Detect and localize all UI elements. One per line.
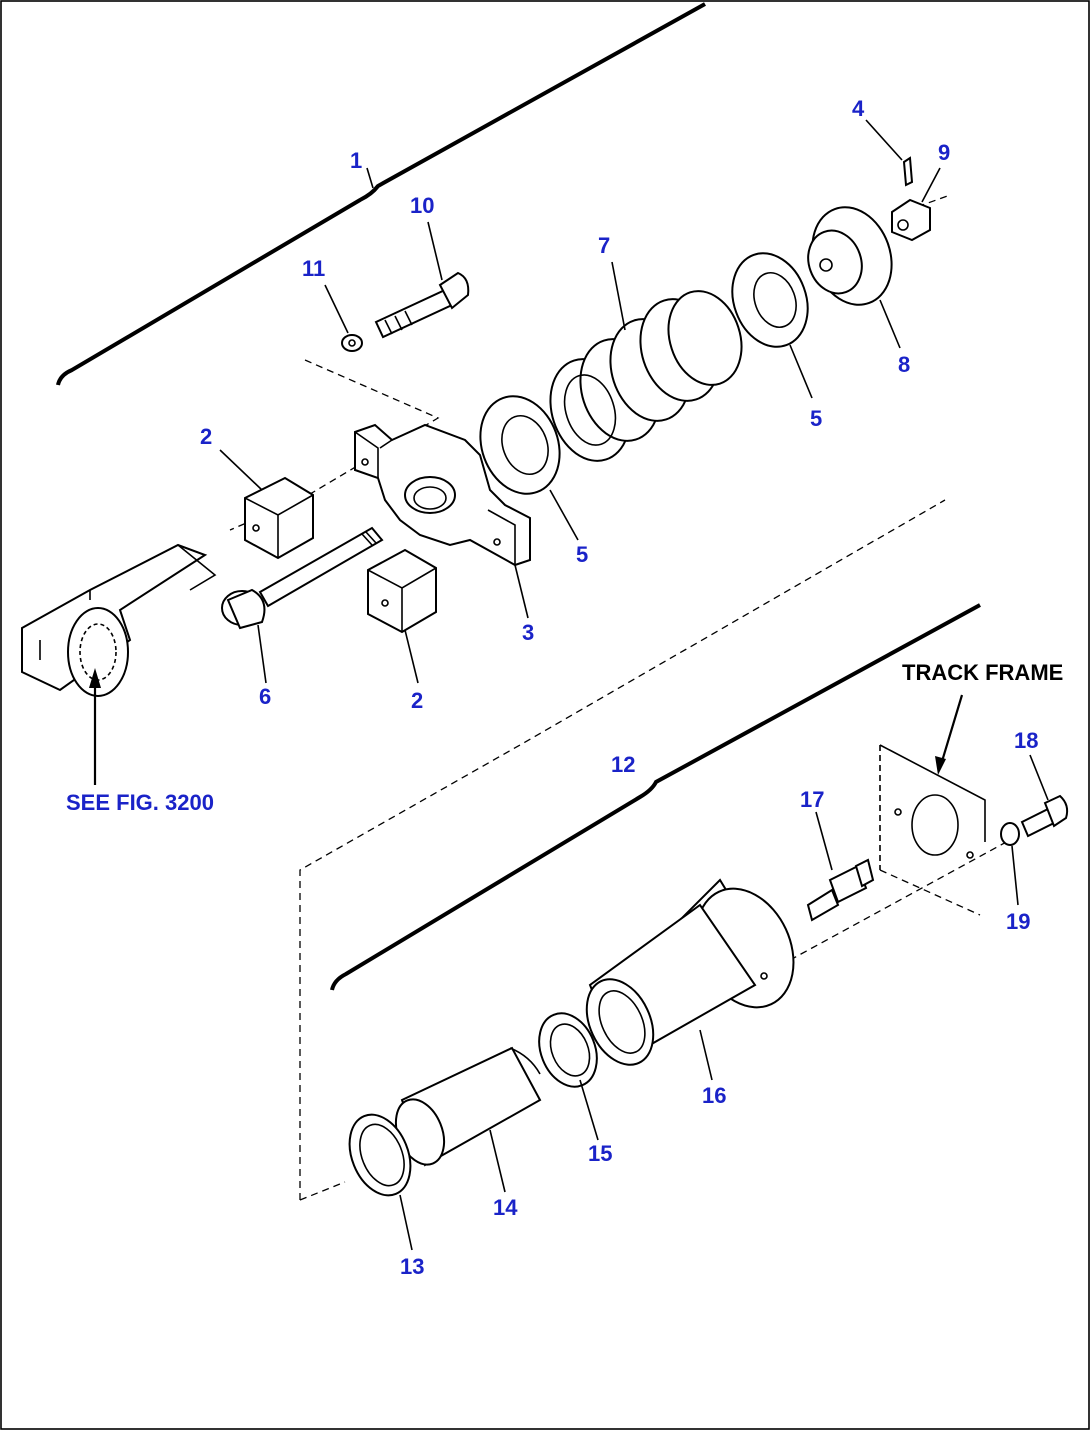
- track-frame-arrowhead: [935, 756, 946, 775]
- nut-part-9: [891, 198, 931, 242]
- track-frame-label: TRACK FRAME: [902, 660, 1063, 685]
- frame-guide-line: [879, 869, 981, 916]
- bracket-part-3: [354, 423, 531, 567]
- see-fig-reference: SEE FIG. 3200: [66, 790, 214, 815]
- callout-18: 18: [1014, 728, 1038, 753]
- callout-10: 10: [410, 193, 434, 218]
- callout-13: 13: [400, 1254, 424, 1279]
- block-part-2-lower: [367, 548, 437, 634]
- ring-part-13: [348, 1113, 412, 1197]
- idler-yoke-part: [21, 543, 217, 697]
- callout-8: 8: [898, 352, 910, 377]
- bolt-axis-line: [299, 359, 440, 501]
- washer-part-11: [341, 334, 363, 352]
- washer-part-5-right: [731, 252, 809, 348]
- callout-7: 7: [598, 233, 610, 258]
- callout-3: 3: [522, 620, 534, 645]
- callout-19: 19: [1006, 909, 1030, 934]
- bolt-part-6: [221, 526, 384, 630]
- group-12-bracket-line: [330, 603, 981, 991]
- cylinder-part-16: [585, 878, 795, 1066]
- group-1-bracket-line: [56, 2, 706, 386]
- callout-9: 9: [938, 140, 950, 165]
- callout-5-right: 5: [810, 406, 822, 431]
- cotter-pin-part-4: [902, 156, 914, 187]
- see-fig-arrowhead: [89, 668, 101, 688]
- callout-2-upper: 2: [200, 424, 212, 449]
- track-frame-arrow: [938, 694, 964, 769]
- callout-16: 16: [702, 1083, 726, 1108]
- callout-12: 12: [611, 752, 635, 777]
- callout-4: 4: [852, 96, 865, 121]
- bolt-part-10: [374, 271, 470, 339]
- callout-14: 14: [493, 1195, 518, 1220]
- callout-1: 1: [350, 148, 362, 173]
- bolt-part-18: [1020, 794, 1069, 838]
- guide-line-bottom: [299, 1181, 346, 1201]
- callout-5-left: 5: [576, 542, 588, 567]
- callout-6: 6: [259, 684, 271, 709]
- spring-part-7: [549, 290, 743, 462]
- callout-2-lower: 2: [411, 688, 423, 713]
- cap-part-8: [807, 206, 893, 306]
- leader-lines: [219, 119, 1049, 1251]
- washer-part-19: [1000, 822, 1020, 846]
- valve-fitting-part-17: [806, 858, 875, 922]
- group-12-guide-line: [299, 499, 946, 1200]
- block-part-2-upper: [244, 476, 314, 560]
- callout-11: 11: [302, 256, 325, 281]
- track-frame-plate: [879, 744, 986, 870]
- washer-part-5-left: [479, 395, 561, 495]
- callout-15: 15: [588, 1141, 612, 1166]
- callout-17: 17: [800, 787, 824, 812]
- cylinder-axis-line: [789, 839, 1011, 961]
